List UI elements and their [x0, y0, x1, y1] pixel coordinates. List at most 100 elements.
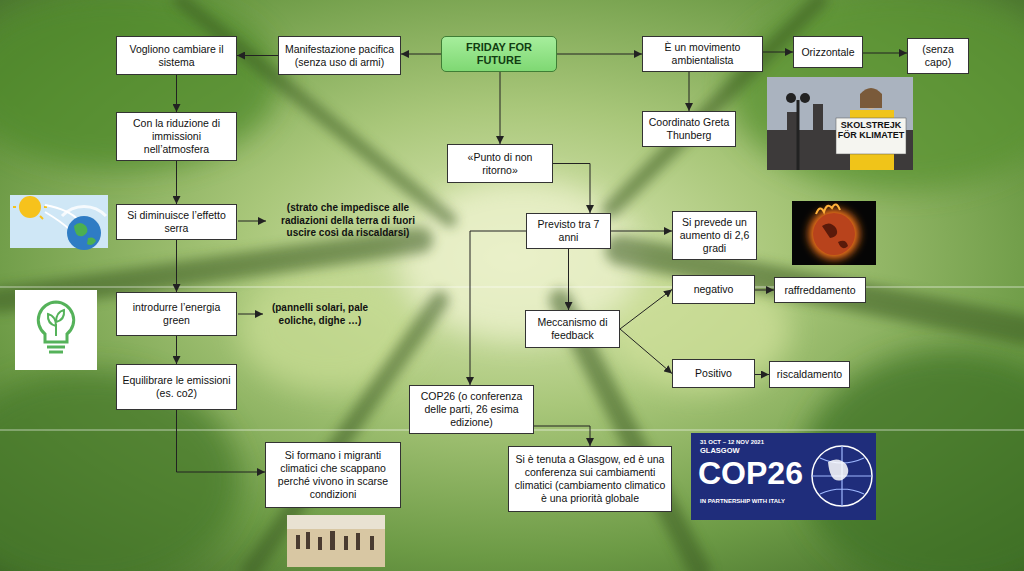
globe-land — [828, 459, 848, 480]
node-text: Si prevede un aumento di 2,6 gradi — [677, 216, 752, 255]
migrants-photo — [287, 515, 385, 567]
connector-arrow — [500, 72, 501, 144]
earth — [67, 216, 101, 250]
connector-arrow — [237, 55, 278, 56]
connector-arrow — [611, 231, 672, 232]
node-text: Si diminuisce l’effetto serra — [121, 209, 232, 235]
person — [344, 536, 348, 550]
connector-arrow — [176, 161, 177, 204]
concept-box: Si formano i migranti climatici che scap… — [265, 442, 401, 508]
concept-box: Coordinato Greta Thunberg — [642, 111, 736, 147]
leaf-blur — [730, 0, 1024, 190]
flames — [816, 204, 840, 214]
connector-arrow — [176, 336, 177, 364]
node-text: COP26 (o conferenza delle parti, 26 esim… — [414, 390, 529, 429]
sky — [767, 77, 913, 170]
greenhouse-picture — [10, 195, 108, 250]
concept-box: Si diminuisce l’effetto serra — [116, 204, 237, 240]
concept-box: riscaldamento — [769, 361, 850, 388]
concept-box: Orizzontale — [793, 36, 863, 68]
node-text: «Punto di non ritorno» — [452, 151, 548, 177]
ray — [29, 196, 31, 199]
connector-arrow — [470, 231, 526, 385]
bulb-base — [47, 346, 65, 349]
root-box: FRIDAY FOR FUTURE — [441, 36, 557, 72]
lamp-post — [797, 100, 800, 170]
concept-box: È un movimento ambientalista — [642, 36, 763, 72]
slide-seam — [0, 287, 1024, 288]
note-text: (strato che impedisce alle radiazioni de… — [272, 202, 424, 240]
node-text: FRIDAY FOR FUTURE — [446, 41, 552, 67]
sign-text: SKOLSTREJK FÖR KLIMATET — [836, 121, 906, 140]
note-arrow — [238, 221, 266, 222]
connector-arrow — [176, 75, 177, 112]
connector-arrow — [755, 290, 774, 291]
concept-box: «Punto di non ritorno» — [447, 144, 553, 183]
concept-box: Con la riduzione di immissioni nell’atmo… — [116, 112, 237, 161]
picture-ground — [287, 515, 385, 567]
connector-arrow — [176, 240, 177, 292]
node-text: È un movimento ambientalista — [647, 41, 758, 67]
node-text: Vogliono cambiare il sistema — [121, 43, 232, 69]
trunk — [250, 300, 440, 571]
node-text: Positivo — [695, 367, 732, 380]
fire-glow — [809, 209, 859, 259]
connector-arrow — [620, 329, 672, 374]
node-text: Meccanismo di feedback — [530, 316, 615, 342]
node-text: riscaldamento — [777, 368, 842, 381]
concept-box: COP26 (o conferenza delle parti, 26 esim… — [409, 385, 534, 434]
concept-box: raffreddamento — [774, 277, 866, 303]
concept-box: Si prevede un aumento di 2,6 gradi — [672, 211, 757, 260]
node-text: Equilibrare le emissioni (es. co2) — [121, 374, 232, 400]
node-text: Orizzontale — [801, 46, 854, 59]
globe — [812, 446, 872, 506]
concept-box: Meccanismo di feedback — [525, 310, 620, 348]
node-text: Si formano i migranti climatici che scap… — [270, 449, 396, 501]
person — [370, 536, 374, 550]
sun — [19, 196, 41, 218]
connector-arrow — [568, 249, 569, 310]
node-text: Manifestazione pacifica (senza uso di ar… — [283, 43, 396, 69]
logo-date: 31 OCT – 12 NOV 2021 — [700, 439, 764, 446]
concept-box: (senza capo) — [907, 38, 969, 74]
atmosphere — [62, 206, 106, 216]
cop26-logo — [691, 433, 876, 520]
logo-ground — [691, 433, 876, 520]
concept-box: introdurre l’energia green — [116, 292, 237, 336]
concept-box: Positivo — [672, 359, 755, 388]
note-text: (pannelli solari, pale eoliche, dighe …) — [268, 302, 372, 327]
leaf — [48, 310, 64, 336]
protest-sign — [836, 118, 906, 154]
connector-arrow — [763, 52, 793, 53]
people — [296, 531, 374, 550]
leaf-blur — [0, 0, 280, 170]
connector-arrow — [553, 164, 590, 214]
node-text: Con la riduzione di immissioni nell’atmo… — [121, 117, 232, 156]
connector-arrow — [863, 53, 907, 54]
picture-ground — [792, 201, 876, 265]
sky — [287, 515, 385, 529]
note-arrow — [238, 314, 263, 315]
node-text: negativo — [694, 283, 734, 296]
person — [318, 537, 322, 550]
planet-land — [822, 223, 848, 248]
connector-arrow — [401, 54, 441, 55]
planet — [813, 213, 855, 255]
concept-box: negativo — [672, 275, 755, 304]
bulb — [38, 302, 73, 342]
ray — [13, 206, 16, 208]
person — [296, 535, 300, 549]
burning-earth-picture — [792, 201, 876, 265]
connector-arrow — [620, 290, 672, 330]
green-energy-icon — [15, 290, 97, 370]
globe-lines — [812, 446, 872, 506]
node-text: Previsto tra 7 anni — [531, 218, 606, 244]
concept-box: Previsto tra 7 anni — [526, 213, 611, 249]
logo-city: GLASGOW — [700, 447, 740, 455]
continents — [74, 223, 96, 245]
trunk — [180, 0, 450, 220]
connector-arrow — [689, 72, 690, 111]
